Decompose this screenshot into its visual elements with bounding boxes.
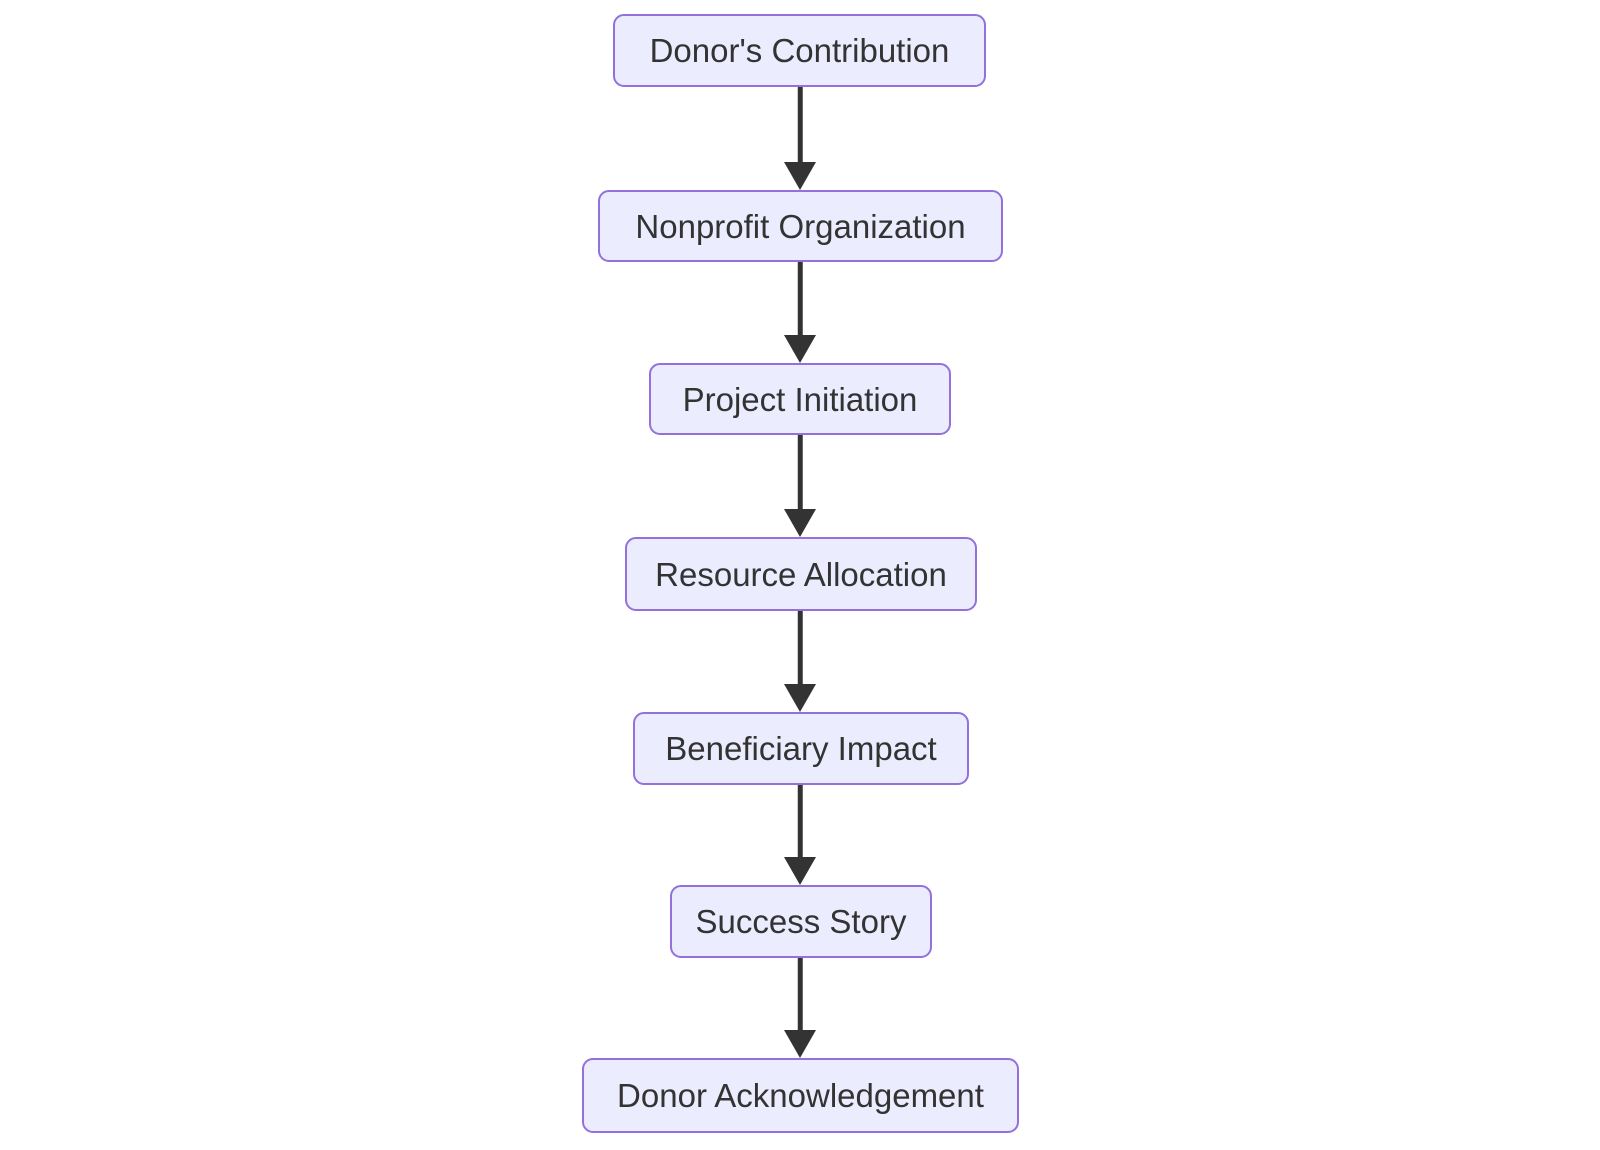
- node-donors-contribution: Donor's Contribution: [613, 14, 986, 87]
- node-label: Resource Allocation: [655, 555, 947, 593]
- edge-line: [797, 87, 803, 166]
- node-label: Project Initiation: [682, 380, 918, 418]
- arrowhead-down-icon: [784, 684, 816, 712]
- edge-line: [797, 958, 803, 1034]
- node-label: Donor Acknowledgement: [617, 1077, 984, 1114]
- node-donor-acknowledgement: Donor Acknowledgement: [582, 1058, 1019, 1133]
- arrowhead-down-icon: [784, 162, 816, 190]
- node-nonprofit-organization: Nonprofit Organization: [598, 190, 1003, 262]
- node-label: Beneficiary Impact: [665, 730, 937, 767]
- edge-success-story-to-donor-acknowledgement: [784, 958, 816, 1058]
- edge-line: [797, 262, 803, 339]
- node-label: Donor's Contribution: [649, 32, 950, 69]
- edge-donors-contribution-to-nonprofit-organization: [784, 87, 816, 190]
- edge-beneficiary-impact-to-success-story: [784, 785, 816, 885]
- arrowhead-down-icon: [784, 335, 816, 363]
- node-project-initiation: Project Initiation: [649, 363, 951, 435]
- node-beneficiary-impact: Beneficiary Impact: [633, 712, 969, 785]
- node-label: Nonprofit Organization: [635, 207, 966, 245]
- arrowhead-down-icon: [784, 1030, 816, 1058]
- edge-resource-allocation-to-beneficiary-impact: [784, 611, 816, 712]
- edge-nonprofit-organization-to-project-initiation: [784, 262, 816, 363]
- arrowhead-down-icon: [784, 857, 816, 885]
- node-label: Success Story: [695, 903, 907, 940]
- node-success-story: Success Story: [670, 885, 932, 958]
- edge-project-initiation-to-resource-allocation: [784, 435, 816, 537]
- edge-line: [797, 435, 803, 513]
- edge-line: [797, 611, 803, 688]
- arrowhead-down-icon: [784, 509, 816, 537]
- edge-line: [797, 785, 803, 861]
- node-resource-allocation: Resource Allocation: [625, 537, 977, 611]
